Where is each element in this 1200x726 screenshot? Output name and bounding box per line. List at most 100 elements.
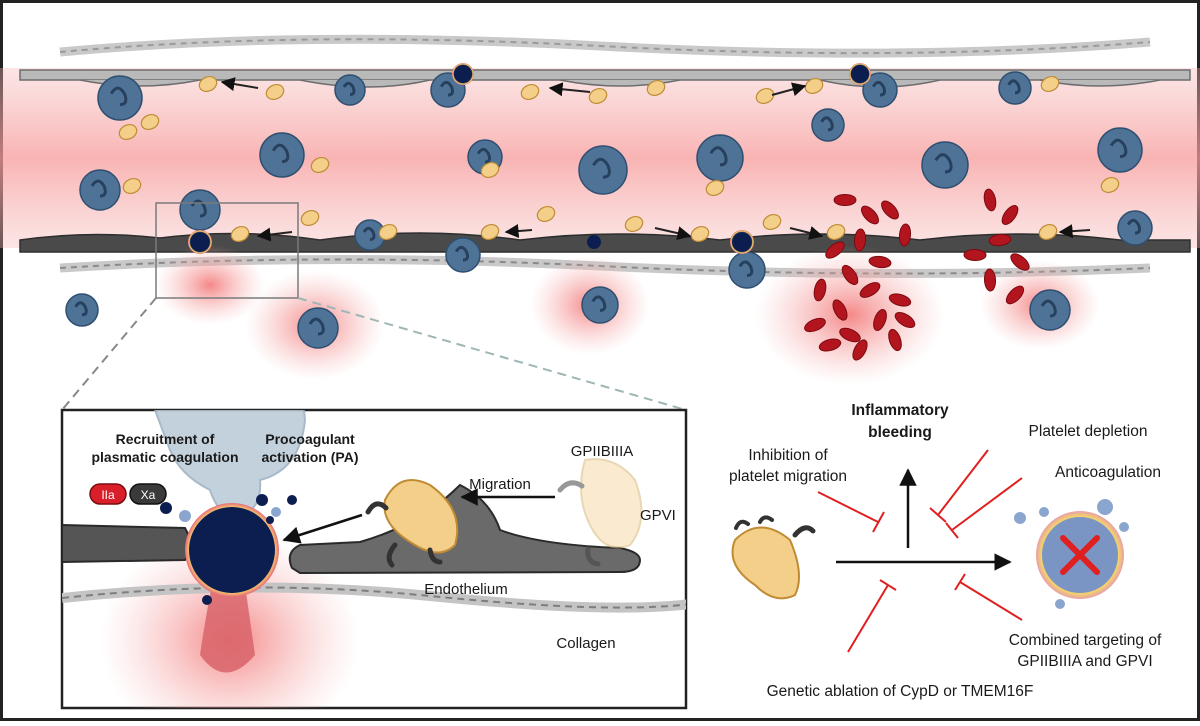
neutrophils [65, 71, 1153, 349]
red-blood-cell-icon [841, 264, 859, 286]
red-blood-cell-icon [988, 233, 1012, 247]
neutrophil-icon [79, 169, 121, 211]
platelet-icon [536, 206, 556, 222]
factor-iia-badge [89, 483, 127, 505]
procoagulant-platelet-icon [587, 235, 601, 249]
factor-xa-badge [129, 483, 167, 505]
platelet-icon [690, 226, 710, 242]
neutrophil-icon [578, 145, 628, 195]
migrating-platelet [365, 479, 459, 568]
neutrophil-icon [998, 71, 1032, 105]
neutrophil-icon [1097, 127, 1143, 173]
neutrophil-icon [1029, 289, 1071, 331]
factor-iia-label: IIa [101, 488, 115, 502]
recruitment-label-1: Recruitment of [116, 431, 215, 447]
platelets [118, 76, 1120, 242]
red-blood-cell-icon [1005, 285, 1025, 305]
red-blood-cell-icon [833, 194, 857, 206]
red-blood-cells [804, 188, 1030, 361]
neutrophil-icon [259, 132, 305, 178]
procoagulant-platelet-icon [452, 63, 474, 85]
neutrophil-icon [921, 141, 969, 189]
zoom-indicator [61, 202, 687, 411]
endothelium-label: Endothelium [424, 581, 507, 598]
red-blood-cell-icon [860, 205, 880, 225]
platelet-icon [580, 458, 643, 549]
inflammatory-bleeding-label-1: Inflammatory [851, 402, 949, 419]
microparticles [160, 494, 297, 605]
red-blood-cell-icon [868, 255, 892, 269]
combined-targeting-label-2: GPIIBIIIA and GPVI [1017, 653, 1152, 670]
platelet-icon [198, 76, 218, 92]
vessel-migration-arrows [220, 77, 1091, 242]
red-blood-cell-icon [888, 293, 912, 307]
neutrophil-icon [153, 410, 307, 517]
platelet-icon [705, 180, 725, 196]
platelet-icon [230, 226, 250, 242]
gpiibiiia-label: GPIIBIIIA [571, 443, 634, 460]
bleeding-drop [200, 585, 255, 673]
red-blood-cell-icon [804, 317, 826, 333]
neutrophil-icon [696, 134, 744, 182]
platelet-icon [140, 114, 160, 130]
red-blood-cell-icon [894, 312, 916, 328]
red-blood-cell-icon [1001, 205, 1019, 225]
platelet-icon [383, 479, 459, 554]
platelet-icon [122, 178, 142, 194]
factor-xa-label: Xa [141, 488, 156, 502]
neutrophil-icon [334, 74, 366, 106]
red-blood-cell-icon [818, 338, 842, 352]
neutrophil-icon [862, 72, 898, 108]
procoagulant-label-2: activation (PA) [262, 449, 359, 465]
platelet-icon [588, 88, 608, 104]
inhibition-migration-label-2: platelet migration [729, 468, 847, 485]
scheme-platelet [731, 515, 816, 600]
gpvi-label: GPVI [640, 507, 676, 524]
neutrophil-icon [97, 75, 143, 121]
red-blood-cell-icon [983, 188, 997, 212]
platelet-icon [310, 157, 330, 173]
neutrophil-icon [811, 108, 845, 142]
procoagulant-platelets [188, 63, 871, 254]
red-blood-cell-icon [898, 223, 912, 247]
platelet-icon [480, 162, 500, 178]
platelet-icon [480, 224, 500, 240]
red-blood-cell-icon [963, 248, 987, 262]
platelet-icon [300, 210, 320, 226]
procoagulant-platelet-icon [730, 230, 754, 254]
red-blood-cell-icon [832, 299, 848, 321]
red-blood-cell-icon [813, 278, 827, 302]
blocked-procoagulant-platelet [1014, 499, 1129, 609]
red-blood-cell-icon [888, 328, 902, 352]
neutrophil-icon [445, 237, 481, 273]
red-blood-cell-icon [859, 282, 881, 298]
inset-panel [60, 408, 688, 710]
platelet-icon [118, 124, 138, 140]
platelet-icon [265, 84, 285, 100]
neutrophil-icon [728, 251, 766, 289]
platelet-icon [1038, 224, 1058, 240]
platelet-icon [731, 526, 800, 600]
red-blood-cell-icon [983, 268, 997, 292]
inhibition-migration-label-1: Inhibition of [748, 447, 828, 464]
anticoagulation-label: Anticoagulation [1055, 464, 1161, 481]
neutrophil-icon [581, 286, 619, 324]
red-blood-cell-icon [825, 241, 845, 259]
platelet-icon [624, 216, 644, 232]
red-blood-cell-icon [852, 339, 868, 361]
recruitment-label-2: plasmatic coagulation [91, 449, 238, 465]
neutrophil-icon [297, 307, 339, 349]
platelet-icon [762, 214, 782, 230]
platelet-icon [520, 84, 540, 100]
collagen-label: Collagen [556, 635, 615, 652]
red-blood-cell-icon [881, 200, 899, 220]
neutrophil-icon [179, 189, 221, 231]
neutrophil-icon [65, 293, 99, 327]
